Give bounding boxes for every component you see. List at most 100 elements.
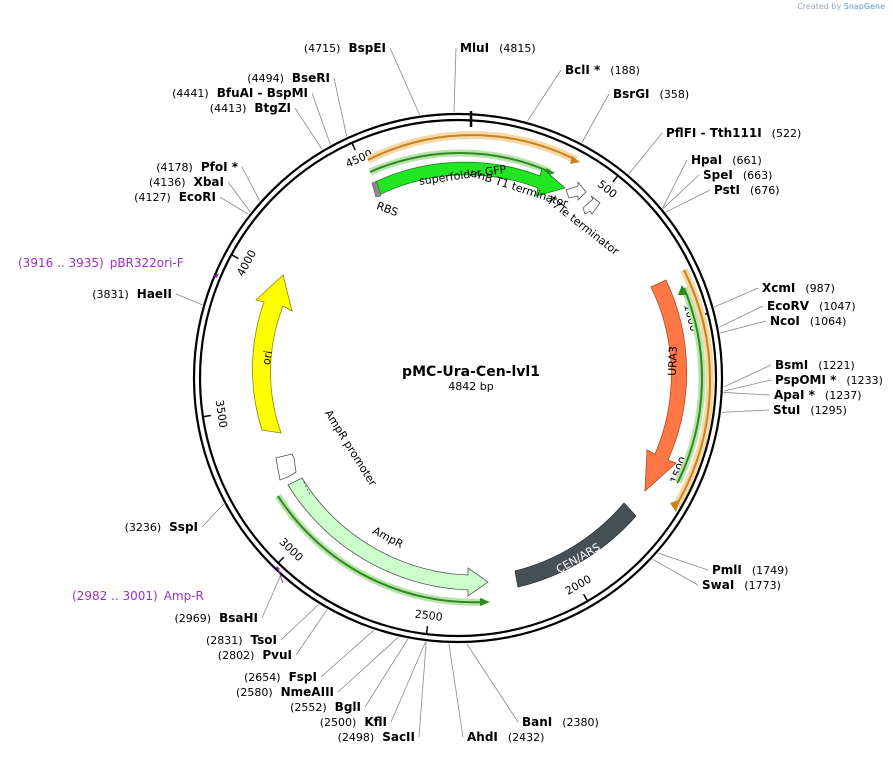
enzyme-site[interactable]: BanI(2380) [522, 715, 599, 729]
enzyme-site[interactable]: SspI(3236) [125, 520, 198, 534]
enzyme-name: PflFI - Tth111I [666, 126, 762, 140]
enzyme-leader-28 [320, 629, 374, 678]
feature-superfolder-gfp[interactable]: superfolder GFP [366, 131, 580, 198]
credit-prefix: Created by [797, 2, 842, 11]
feature-ori[interactable]: ori [252, 274, 293, 434]
enzyme-position: (2802) [218, 649, 255, 662]
enzyme-site[interactable]: MluI(4815) [460, 41, 536, 55]
enzyme-site[interactable]: AhdI(2432) [467, 730, 544, 744]
enzyme-leader-9 [662, 174, 700, 209]
enzyme-leader-19 [723, 379, 772, 392]
enzyme-site[interactable]: PvuI(2802) [218, 648, 292, 662]
enzyme-site[interactable]: TsoI(2831) [206, 633, 277, 647]
enzyme-site[interactable]: PstI(676) [714, 183, 780, 197]
primer-site-1[interactable]: (2982 .. 3001)Amp-R [72, 566, 284, 603]
enzyme-site[interactable]: BsrGI (358) [613, 87, 689, 101]
enzyme-leaders [175, 47, 772, 738]
backbone-outer-ring [192, 112, 724, 644]
enzyme-site[interactable]: SacII(2498) [338, 730, 415, 744]
enzyme-name: PspOMI * [775, 373, 837, 387]
enzyme-site[interactable]: KflI (2500) [320, 715, 387, 729]
enzyme-position: (4178) [156, 161, 193, 174]
ori-arrow [252, 274, 293, 434]
enzyme-site[interactable]: PflFI - Tth111I(522) [666, 126, 801, 140]
enzyme-site[interactable]: BsmI(1221) [775, 358, 855, 372]
plasmid-length: 4842 bp [448, 380, 493, 393]
enzyme-site[interactable]: XcmI(987) [762, 281, 835, 295]
enzyme-name: KflI [364, 715, 387, 729]
enzyme-position: (2380) [562, 716, 599, 729]
enzyme-name: BglI [335, 700, 361, 714]
gfp-orf-green-line [369, 152, 551, 173]
enzyme-position: (4441) [172, 87, 209, 100]
enzyme-leader-16 [718, 305, 764, 328]
enzyme-position: (3831) [92, 288, 129, 301]
rbs-label: RBS [375, 199, 400, 219]
t7te-label: T7Te terminator [544, 193, 622, 258]
enzyme-position: (1237) [825, 389, 862, 402]
enzyme-site[interactable]: BglI(2552) [290, 700, 361, 714]
enzyme-site[interactable]: BseRI(4494) [247, 71, 330, 85]
feature-t7te-terminator[interactable]: T7Te terminator [544, 193, 622, 258]
enzyme-name: EcoRV [767, 299, 810, 313]
tick-mark-4500 [351, 142, 356, 151]
ura3-orf-green-line [677, 287, 703, 483]
enzyme-site[interactable]: HpaI(661) [691, 153, 762, 167]
enzyme-position: (987) [805, 282, 835, 295]
enzyme-leader-23 [658, 552, 709, 571]
enzyme-site[interactable]: BclI *(188) [565, 63, 640, 77]
enzyme-site[interactable]: BspEI(4715) [304, 41, 386, 55]
enzyme-name: MluI [460, 41, 489, 55]
ampr-promoter-junction [301, 477, 311, 496]
tick-label-2500: 2500 [414, 608, 443, 624]
enzyme-position: (358) [660, 88, 690, 101]
enzyme-name: BclI * [565, 63, 601, 77]
enzyme-leader-3 [581, 93, 610, 143]
enzyme-position: (1749) [752, 564, 789, 577]
enzyme-leader-4 [333, 77, 348, 137]
enzyme-position: (4715) [304, 42, 341, 55]
enzyme-leader-17 [720, 320, 767, 334]
enzyme-site[interactable]: PspOMI *(1233) [775, 373, 883, 387]
feature-cenars[interactable]: CEN/ARS [514, 502, 637, 588]
enzyme-site[interactable]: EcoRV (1047) [767, 299, 856, 313]
enzyme-site[interactable]: BsaHI(2969) [175, 611, 258, 625]
cenars-block [514, 502, 637, 588]
enzyme-site[interactable]: PmlI(1749) [712, 563, 788, 577]
ampr-label: AmpR [370, 524, 405, 551]
enzyme-site[interactable]: PfoI *(4178) [156, 160, 238, 174]
gfp-orf-orange-head [570, 156, 580, 164]
feature-ura3[interactable]: URA3 [644, 268, 715, 512]
gfp-orf-orange-line [367, 134, 577, 161]
primer-sites: (3916 .. 3935)pBR322ori-F (2982 .. 3001)A… [18, 256, 284, 603]
gfp-arrow [374, 161, 566, 197]
enzyme-site[interactable]: FspI(2654) [244, 670, 317, 684]
enzyme-position: (4494) [247, 72, 284, 85]
primer-site-0[interactable]: (3916 .. 3935)pBR322ori-F [18, 256, 219, 279]
feature-ampr[interactable]: AmpR [275, 477, 490, 606]
enzyme-site[interactable]: StuI(1295) [773, 403, 847, 417]
primer-name: pBR322ori-F [110, 256, 184, 270]
enzyme-site[interactable]: ApaI *(1237) [774, 388, 861, 402]
enzyme-name: NmeAIII [281, 685, 334, 699]
enzyme-site[interactable]: NmeAIII(2580) [236, 685, 334, 699]
ura3-label: URA3 [666, 346, 680, 376]
enzyme-name: BsrGI [613, 87, 650, 101]
enzyme-site[interactable]: XbaI(4136) [149, 175, 224, 189]
enzyme-name: HpaI [691, 153, 722, 167]
feature-ampr-promoter[interactable]: AmpR promoter [275, 407, 379, 489]
enzyme-site[interactable]: BtgZI(4413) [210, 101, 291, 115]
enzyme-site[interactable]: SpeI(663) [703, 168, 772, 182]
enzyme-position: (1047) [819, 300, 856, 313]
enzyme-site[interactable]: NcoI(1064) [770, 314, 846, 328]
enzyme-position: (1064) [810, 315, 847, 328]
enzyme-leader-25 [261, 575, 281, 619]
ori-label: ori [260, 350, 275, 366]
enzyme-leader-2 [527, 69, 562, 122]
enzyme-position: (2500) [320, 716, 357, 729]
enzyme-site[interactable]: SwaI(1773) [702, 578, 781, 592]
enzyme-site[interactable]: EcoRI(4127) [134, 190, 216, 204]
enzyme-site[interactable]: HaeII(3831) [92, 287, 172, 301]
ura3-orf-orange-line [675, 269, 712, 507]
enzyme-site[interactable]: BfuAI - BspMI(4441) [172, 86, 308, 100]
